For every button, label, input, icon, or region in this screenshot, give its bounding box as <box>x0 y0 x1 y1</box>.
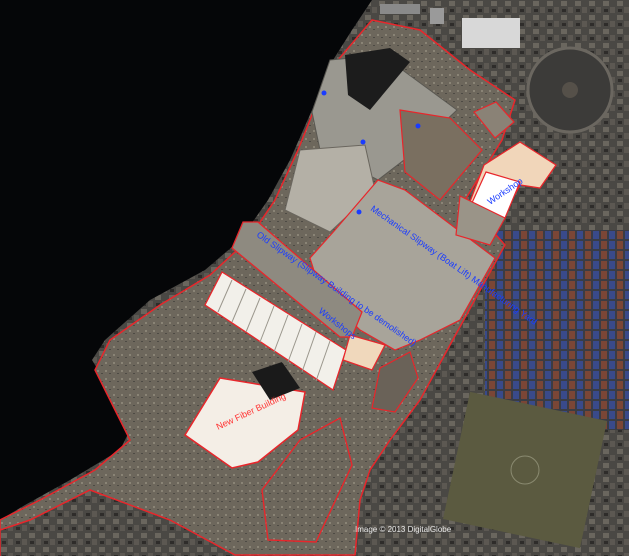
workshop-small-block <box>342 334 386 371</box>
south-plot <box>371 351 419 413</box>
container-yard <box>485 230 629 430</box>
imagery-attribution: Image © 2013 DigitalGlobe <box>355 525 452 534</box>
parking-plot <box>455 195 506 246</box>
truck-parking <box>380 4 520 48</box>
water-body <box>0 0 372 520</box>
service-plot <box>399 109 483 201</box>
roundabout-center <box>562 82 578 98</box>
field-circle <box>510 455 540 485</box>
new-fiber-building <box>183 377 306 469</box>
workshop-rows <box>204 271 347 392</box>
lower-parcel <box>261 416 353 543</box>
shed-shadow <box>345 48 410 110</box>
fiber-building-shadow <box>252 362 300 400</box>
site-markers <box>321 90 421 215</box>
sports-field <box>443 391 607 549</box>
guard-plot <box>473 101 515 139</box>
